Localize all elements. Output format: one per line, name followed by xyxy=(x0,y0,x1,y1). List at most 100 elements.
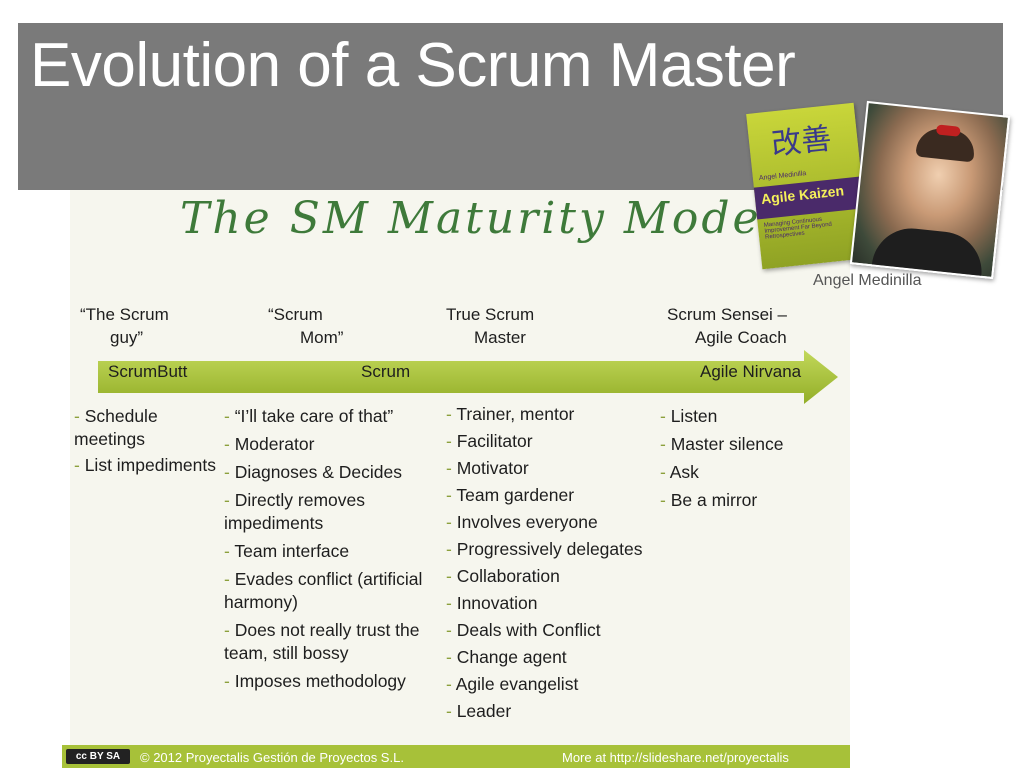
list-item: - Innovation xyxy=(446,592,686,615)
dash-bullet: - xyxy=(224,671,235,691)
list-item: - Progressively delegates xyxy=(446,538,686,561)
list-item-text: Change agent xyxy=(456,647,567,667)
list-item: - Moderator xyxy=(224,433,424,456)
stage-line: guy” xyxy=(110,328,144,347)
list-item: - Motivator xyxy=(446,457,686,480)
list-item: - Diagnoses & Decides xyxy=(224,461,424,484)
list-item-text: Diagnoses & Decides xyxy=(234,462,403,482)
dash-bullet: - xyxy=(446,593,457,613)
stage-line: Mom” xyxy=(300,328,344,347)
list-item-text: List impediments xyxy=(84,455,217,475)
dash-bullet: - xyxy=(660,434,671,454)
dash-bullet: - xyxy=(224,406,235,426)
dash-bullet: - xyxy=(446,647,457,667)
dash-bullet: - xyxy=(224,569,235,589)
stage-line: “The Scrum xyxy=(80,305,169,324)
list-item-text: Imposes methodology xyxy=(234,671,406,691)
arrow-shape xyxy=(98,350,838,404)
footer-link[interactable]: More at http://slideshare.net/proyectali… xyxy=(562,750,789,765)
list-item: - Imposes methodology xyxy=(224,670,424,693)
list-item: - Facilitator xyxy=(446,430,686,453)
dash-bullet: - xyxy=(224,541,235,561)
list-item: - Leader xyxy=(446,700,686,723)
list-item-text: Involves everyone xyxy=(456,512,598,532)
stage-true-scrum-master: True Scrum Master xyxy=(446,303,534,349)
slide-title: Evolution of a Scrum Master xyxy=(30,31,796,100)
list-item-text: Master silence xyxy=(670,434,784,454)
list-item: - Team gardener xyxy=(446,484,686,507)
footer-bar xyxy=(62,745,850,768)
list-item-text: Innovation xyxy=(456,593,538,613)
arrow-label-scrum: Scrum xyxy=(361,362,411,381)
footer-copyright: © 2012 Proyectalis Gestión de Proyectos … xyxy=(140,750,404,765)
dash-bullet: - xyxy=(660,462,670,482)
list-item: - Involves everyone xyxy=(446,511,686,534)
list-item-text: Moderator xyxy=(234,434,315,454)
column-scrum-mom: - “I’ll take care of that” - Moderator -… xyxy=(224,405,424,693)
list-item: - Collaboration xyxy=(446,565,686,588)
list-item-text: Be a mirror xyxy=(670,490,758,510)
dash-bullet: - xyxy=(224,620,235,640)
list-item: - List impediments xyxy=(74,454,224,477)
dash-bullet: - xyxy=(446,620,457,640)
list-item-text: Motivator xyxy=(456,458,529,478)
book-author: Angel Medinilla xyxy=(758,170,807,183)
list-item: - Listen xyxy=(660,405,830,428)
photo-shirt xyxy=(870,224,986,280)
maturity-model-panel xyxy=(70,190,850,745)
list-item: - Does not really trust the team, still … xyxy=(224,619,424,665)
list-item: - Directly removes impediments xyxy=(224,489,424,535)
dash-bullet: - xyxy=(446,485,457,505)
stage-scrum-sensei: Scrum Sensei – Agile Coach xyxy=(667,303,787,349)
list-item-text: Team gardener xyxy=(456,485,575,505)
list-item-text: Schedule meetings xyxy=(74,406,158,449)
list-item: - Evades conflict (artificial harmony) xyxy=(224,568,424,614)
dash-bullet: - xyxy=(446,431,457,451)
book-kanji: 改善 xyxy=(769,121,834,163)
photo-caption: Angel Medinilla xyxy=(813,272,922,289)
list-item-text: Does not really trust the team, still bo… xyxy=(224,620,420,663)
list-item: - Team interface xyxy=(224,540,424,563)
list-item-text: Agile evangelist xyxy=(455,674,579,694)
arrow-label-scrumbutt: ScrumButt xyxy=(108,362,188,381)
dash-bullet: - xyxy=(446,674,456,694)
stage-line: Master xyxy=(474,328,526,347)
dash-bullet: - xyxy=(446,458,457,478)
dash-bullet: - xyxy=(660,406,671,426)
dash-bullet: - xyxy=(446,539,457,559)
stage-line: Agile Coach xyxy=(695,328,787,347)
list-item-text: Team interface xyxy=(234,541,350,561)
stage-scrum-guy: “The Scrum guy” xyxy=(80,303,169,349)
list-item-text: Directly removes impediments xyxy=(224,490,366,533)
dash-bullet: - xyxy=(446,512,457,532)
dash-bullet: - xyxy=(224,462,235,482)
list-item: - “I’ll take care of that” xyxy=(224,405,424,428)
list-item-text: Ask xyxy=(669,462,699,482)
model-heading: The SM Maturity Model xyxy=(180,193,779,244)
column-scrum-sensei: - Listen - Master silence - Ask - Be a m… xyxy=(660,405,830,512)
list-item-text: Progressively delegates xyxy=(456,539,643,559)
stage-line: Scrum Sensei – xyxy=(667,305,787,324)
list-item: - Agile evangelist xyxy=(446,673,686,696)
list-item-text: Deals with Conflict xyxy=(456,620,601,640)
stage-line: True Scrum xyxy=(446,305,535,324)
list-item: - Ask xyxy=(660,461,830,484)
arrow-label-agile-nirvana: Agile Nirvana xyxy=(700,362,802,381)
dash-bullet: - xyxy=(74,406,85,426)
stage-scrum-mom: “Scrum Mom” xyxy=(268,303,343,349)
list-item: - Deals with Conflict xyxy=(446,619,686,642)
column-true-scrum-master: - Trainer, mentor - Facilitator - Motiva… xyxy=(446,403,686,723)
list-item-text: Evades conflict (artificial harmony) xyxy=(224,569,423,612)
list-item: - Change agent xyxy=(446,646,686,669)
author-photo xyxy=(849,100,1011,280)
list-item-text: “I’ll take care of that” xyxy=(234,406,394,426)
list-item-text: Listen xyxy=(670,406,718,426)
dash-bullet: - xyxy=(224,490,235,510)
dash-bullet: - xyxy=(446,701,457,721)
list-item: - Schedule meetings xyxy=(74,405,224,451)
dash-bullet: - xyxy=(224,434,235,454)
dash-bullet: - xyxy=(446,566,457,586)
creative-commons-badge: cc BY SA xyxy=(66,749,130,764)
list-item: - Be a mirror xyxy=(660,489,830,512)
list-item-text: Leader xyxy=(456,701,512,721)
